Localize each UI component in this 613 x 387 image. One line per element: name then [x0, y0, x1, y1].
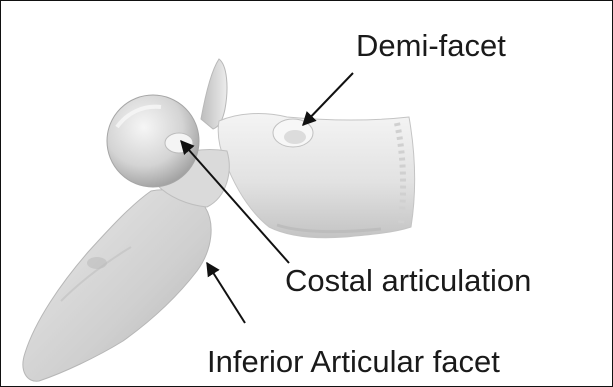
costal-articulation-label: Costal articulation — [285, 263, 531, 298]
inferior-articular-facet-label: Inferior Articular facet — [207, 344, 500, 379]
demi-facet-arrow — [303, 73, 353, 125]
vertebral-body-shape — [218, 114, 414, 238]
inferior-process-shape — [23, 190, 211, 381]
demi-facet-label: Demi-facet — [356, 28, 506, 63]
superior-process-shape — [201, 59, 227, 129]
vertebra-bone — [23, 59, 415, 381]
inferior-articular-facet-arrow — [207, 263, 245, 323]
